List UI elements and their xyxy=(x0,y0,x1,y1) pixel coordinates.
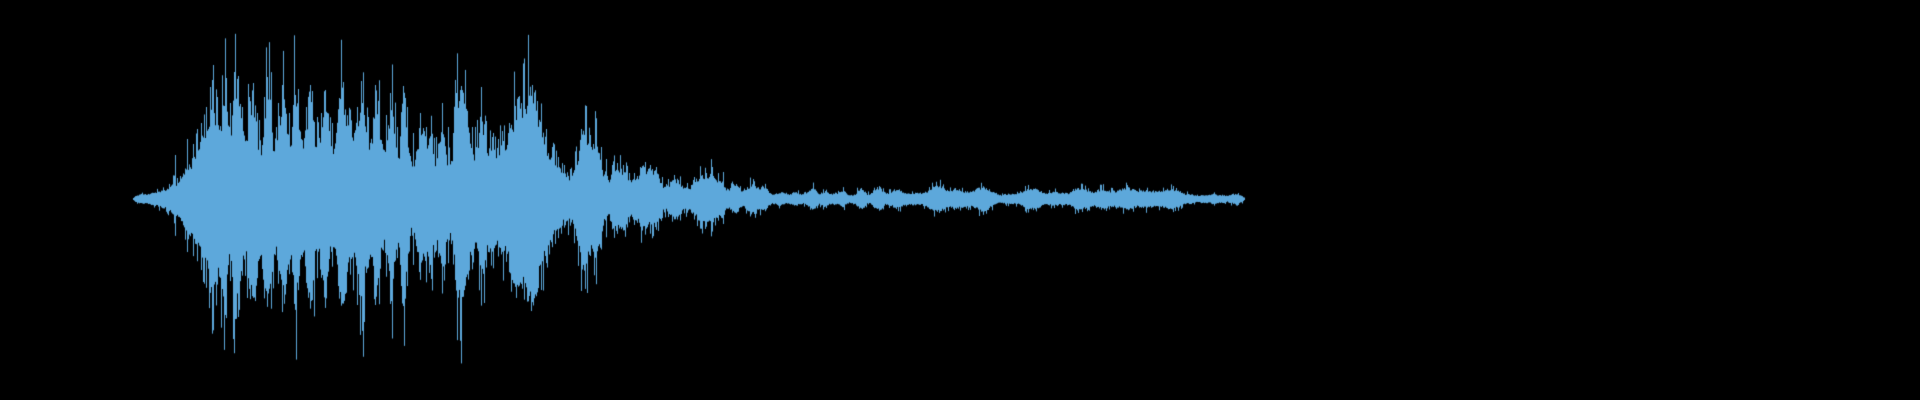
audio-waveform-panel xyxy=(0,0,1920,400)
audio-waveform[interactable] xyxy=(0,0,1920,400)
